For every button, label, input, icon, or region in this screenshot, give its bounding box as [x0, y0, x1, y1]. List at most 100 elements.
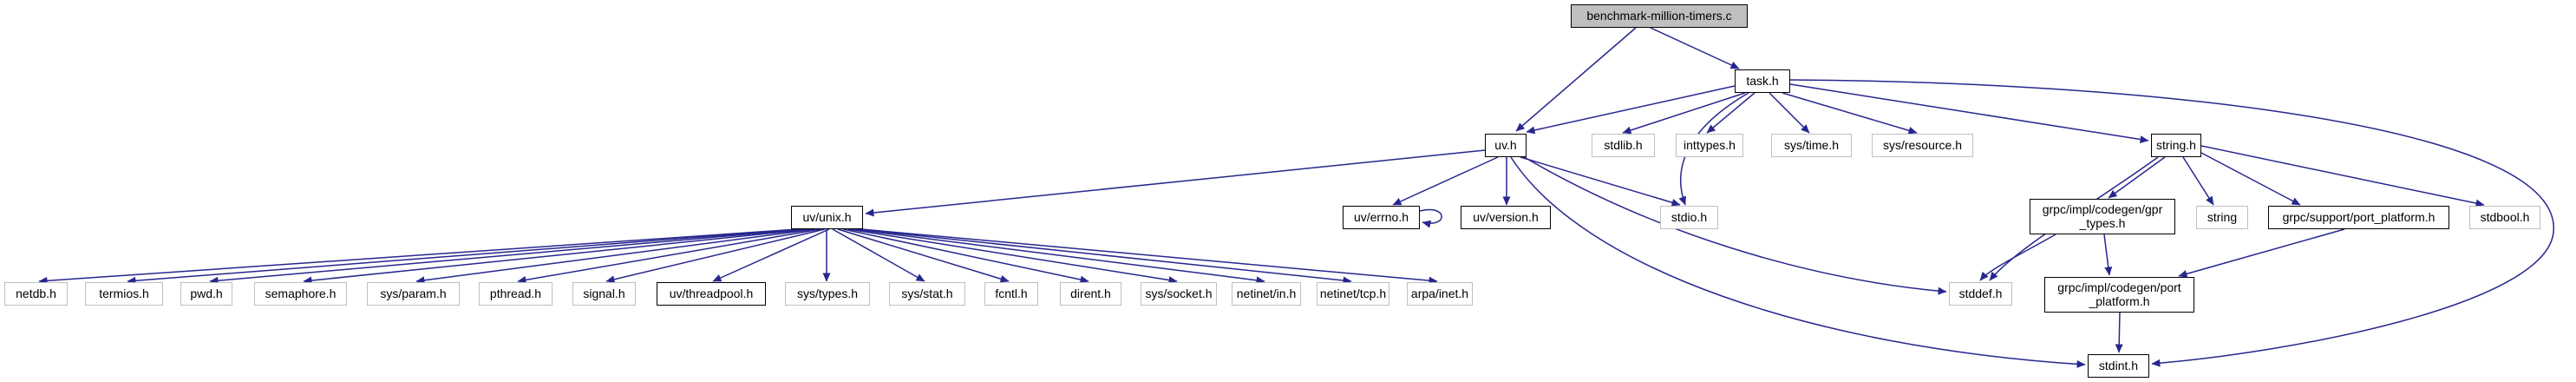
node-gpr-types-h[interactable]: grpc/impl/codegen/gpr_types.h [2030, 199, 2175, 234]
edge-uv-h-to-stdint-h [1510, 156, 2086, 368]
node-benchmark-million-timers-c[interactable]: benchmark-million-timers.c [1571, 4, 1748, 28]
edge-string-h-to-grpc-support-port-platform-h [2200, 152, 2301, 206]
edge-grpc-support-port-platform-h-to-grpc-impl-codegen-port-platform-h [2178, 228, 2345, 278]
node-uv-h[interactable]: uv.h [1485, 134, 1527, 157]
node-label: _types.h [2079, 215, 2126, 230]
node-label: sys/types.h [796, 286, 859, 300]
node-label: sys/param.h [380, 286, 447, 300]
node-label: uv.h [1494, 137, 1517, 152]
node-inttypes-h: inttypes.h [1676, 134, 1743, 157]
node-label: uv/errno.h [1353, 209, 1409, 224]
node-pthread-h: pthread.h [479, 282, 552, 306]
node-signal-h: signal.h [572, 282, 636, 306]
edge-uv-h-to-uv-unix-h [865, 149, 1486, 217]
node-label: sys/time.h [1783, 137, 1839, 152]
edge-task-h-to-sys-resource-h [1782, 92, 1918, 135]
edge-uv-unix-h-to-sys-stat-h [832, 228, 925, 282]
edge-uv-unix-h-to-netinet-in-h [852, 228, 1265, 285]
node-sys-time-h: sys/time.h [1771, 134, 1852, 157]
node-sys-stat-h: sys/stat.h [889, 282, 965, 306]
node-label: task.h [1746, 73, 1779, 88]
node-label: string [2207, 209, 2238, 224]
node-netinet-tcp-h: netinet/tcp.h [1317, 282, 1389, 306]
edge-uv-h-to-uv-errno-h [1392, 156, 1499, 206]
node-label: netinet/in.h [1236, 286, 1297, 300]
node-label: sys/socket.h [1145, 286, 1213, 300]
node-label: stdbool.h [2480, 209, 2530, 224]
node-label: dirent.h [1070, 286, 1111, 300]
edge-task-h-to-stdlib-h [1622, 92, 1746, 135]
node-stdint-h[interactable]: stdint.h [2088, 354, 2149, 378]
node-label: netdb.h [16, 286, 56, 300]
node-label: signal.h [583, 286, 625, 300]
edge-uv-errno-h-to-uv-errno-h [1419, 208, 1442, 228]
node-string-h[interactable]: string.h [2151, 134, 2201, 157]
edge-uv-unix-h-to-fcntl-h [837, 228, 1010, 283]
node-netdb-h: netdb.h [4, 282, 68, 306]
node-stddef-h: stddef.h [1949, 282, 2012, 306]
node-label: pthread.h [489, 286, 542, 300]
edge-gpr-types-h-to-grpc-impl-codegen-port-platform-h [2103, 234, 2113, 276]
node-semaphore-h: semaphore.h [254, 282, 347, 306]
edge-task-h-to-stdint-h [1789, 79, 2554, 367]
edge-uv-unix-h-to-uv-threadpool-h [712, 228, 830, 282]
node-sys-socket-h: sys/socket.h [1141, 282, 1217, 306]
edge-uv-unix-h-to-pwd-h [209, 228, 807, 285]
node-fcntl-h: fcntl.h [984, 282, 1038, 306]
node-grpc-impl-codegen-port-platform-h[interactable]: grpc/impl/codegen/port_platform.h [2044, 277, 2194, 313]
edge-string-h-to-stdbool-h [2200, 145, 2485, 207]
edge-benchmark-million-timers-c-to-uv-h [1515, 27, 1637, 132]
edge-task-h-to-uv-h [1526, 85, 1736, 135]
node-label: uv/threadpool.h [669, 286, 754, 300]
node-label: pwd.h [190, 286, 223, 300]
node-label: uv/version.h [1473, 209, 1539, 224]
edge-uv-unix-h-to-netdb-h [38, 228, 799, 285]
edge-gpr-types-h-to-stddef-h [1979, 234, 2056, 281]
edge-uv-unix-h-to-signal-h [605, 228, 826, 284]
edge-task-h-to-inttypes-h [1706, 92, 1755, 134]
node-stdbool-h: stdbool.h [2469, 206, 2540, 229]
edge-uv-unix-h-to-dirent-h [842, 228, 1089, 284]
node-uv-unix-h[interactable]: uv/unix.h [791, 206, 863, 229]
node-label: netinet/tcp.h [1319, 286, 1387, 300]
node-label: termios.h [99, 286, 149, 300]
node-label: _platform.h [2089, 293, 2150, 308]
node-label: grpc/impl/codegen/port [2057, 280, 2181, 294]
node-label: stdint.h [2098, 358, 2139, 372]
edge-task-h-to-sys-time-h [1769, 92, 1810, 134]
node-stdlib-h: stdlib.h [1592, 134, 1655, 157]
node-label: grpc/support/port_platform.h [2282, 209, 2435, 224]
node-label: uv/unix.h [802, 209, 852, 224]
node-label: string.h [2156, 137, 2196, 152]
node-label: stdlib.h [1604, 137, 1643, 152]
node-uv-threadpool-h[interactable]: uv/threadpool.h [657, 282, 766, 306]
edge-uv-unix-h-to-pthread-h [517, 228, 821, 284]
node-task-h[interactable]: task.h [1735, 69, 1790, 93]
node-label: arpa/inet.h [1410, 286, 1469, 300]
node-string: string [2196, 206, 2248, 229]
edge-task-h-to-string-h [1789, 83, 2149, 143]
node-pwd-h: pwd.h [180, 282, 232, 306]
edge-uv-unix-h-to-sys-socket-h [847, 228, 1178, 284]
node-label: semaphore.h [265, 286, 337, 300]
node-sys-param-h: sys/param.h [367, 282, 460, 306]
edge-uv-unix-h-to-sys-param-h [415, 228, 816, 285]
edge-string-h-to-gpr-types-h [2108, 156, 2166, 199]
edge-uv-unix-h-to-termios-h [127, 228, 802, 285]
node-netinet-in-h: netinet/in.h [1232, 282, 1301, 306]
node-sys-resource-h: sys/resource.h [1872, 134, 1973, 157]
node-label: stddef.h [1958, 286, 2003, 300]
edge-uv-unix-h-to-semaphore-h [303, 228, 811, 285]
node-uv-errno-h[interactable]: uv/errno.h [1343, 206, 1420, 229]
edge-uv-unix-h-to-arpa-inet-h [860, 228, 1438, 285]
edge-string-h-to-string [2182, 156, 2214, 206]
node-grpc-support-port-platform-h[interactable]: grpc/support/port_platform.h [2268, 206, 2449, 229]
node-label: sys/stat.h [901, 286, 953, 300]
node-label: grpc/impl/codegen/gpr [2042, 201, 2163, 216]
edge-uv-unix-h-to-netinet-tcp-h [856, 228, 1352, 285]
node-label: stdio.h [1670, 209, 1708, 224]
node-label: benchmark-million-timers.c [1586, 8, 1732, 23]
node-uv-version-h[interactable]: uv/version.h [1461, 206, 1551, 229]
